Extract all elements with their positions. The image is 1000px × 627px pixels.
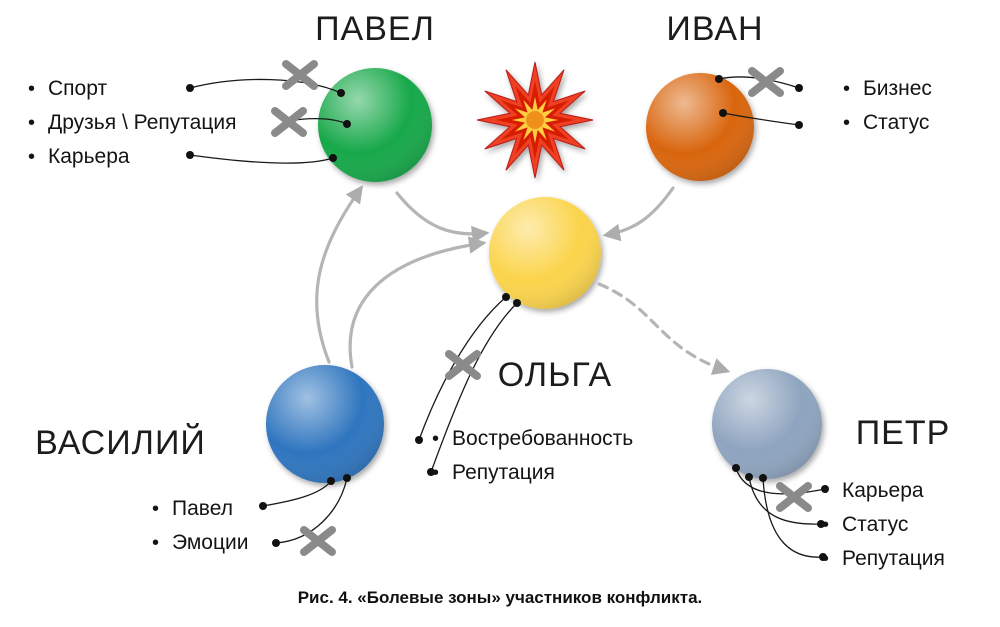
vasiliy-name-label: ВАСИЛИЙ: [35, 424, 206, 462]
list-item: Павел: [152, 492, 248, 526]
arrow-pavel-to-olga: [395, 191, 490, 244]
olga-pain-list: Востребованность Репутация: [432, 422, 633, 490]
connector-dot: [415, 436, 423, 444]
connector-dot: [715, 75, 723, 83]
connector-dot: [732, 464, 740, 472]
arrow-ivan-to-olga: [602, 186, 675, 242]
vasiliy-node-sheen: [266, 365, 384, 483]
pain-label: Друзья \ Репутация: [48, 111, 237, 134]
connector-dot: [343, 120, 351, 128]
list-item: Статус: [843, 106, 932, 140]
cross-marks: [271, 60, 812, 556]
list-item: Репутация: [432, 456, 633, 490]
cross-mark-icon: [271, 107, 307, 137]
petr-node-sheen: [712, 369, 822, 479]
connector-dot: [259, 502, 267, 510]
list-item: Статус: [822, 508, 945, 542]
list-item: Спорт: [28, 72, 236, 106]
connector-dot: [329, 154, 337, 162]
connector-line: [722, 112, 800, 126]
olga-name-label: ОЛЬГА: [497, 356, 613, 394]
list-item: Эмоции: [152, 526, 248, 560]
vasiliy-pain-list: Павел Эмоции: [152, 492, 248, 560]
petr-connectors: [735, 467, 826, 558]
pavel-pain-list: Спорт Друзья \ Репутация Карьера: [28, 72, 236, 174]
relation-arrows: [315, 185, 731, 375]
list-item: Друзья \ Репутация: [28, 106, 236, 140]
petr-name-label: ПЕТР: [855, 414, 951, 452]
pavel-name-label: ПАВЕЛ: [315, 10, 435, 48]
pavel-node-sheen: [318, 68, 432, 182]
connector-dot: [719, 109, 727, 117]
conflict-explosion-icon: [476, 61, 594, 179]
arrow-vasiliy-to-olga: [348, 236, 487, 369]
connector-dot: [272, 539, 280, 547]
ivan-pain-list: Бизнес Статус: [843, 72, 932, 140]
pain-label: Бизнес: [863, 77, 932, 100]
list-item: Репутация: [822, 542, 945, 576]
pain-label: Павел: [172, 497, 233, 520]
arrow-vasiliy-to-pavel: [315, 185, 364, 364]
connector-dot: [745, 473, 753, 481]
connector-line: [735, 467, 826, 495]
pain-label: Статус: [863, 111, 930, 134]
pain-label: Репутация: [842, 547, 945, 570]
pain-label: Карьера: [48, 145, 130, 168]
list-item: Бизнес: [843, 72, 932, 106]
pain-label: Репутация: [452, 461, 555, 484]
pain-label: Спорт: [48, 77, 108, 100]
list-item: Карьера: [822, 474, 945, 508]
connector-dot: [795, 84, 803, 92]
pain-label: Востребованность: [452, 427, 634, 450]
pain-label: Статус: [842, 513, 909, 536]
connector-line: [262, 480, 332, 507]
cross-mark-icon: [748, 67, 784, 97]
connector-dot: [795, 121, 803, 129]
cross-mark-icon: [776, 482, 812, 512]
connector-line: [762, 477, 824, 558]
connector-dot: [337, 89, 345, 97]
person-nodes: [266, 68, 822, 483]
connector-line: [748, 476, 822, 525]
cross-mark-icon: [282, 60, 318, 90]
list-item: Востребованность: [432, 422, 633, 456]
cross-mark-icon: [445, 350, 481, 380]
connector-dot: [502, 293, 510, 301]
olga-node-sheen: [489, 197, 601, 309]
explosion-center: [526, 111, 544, 129]
list-item: Карьера: [28, 140, 236, 174]
connector-dot: [513, 299, 521, 307]
ivan-name-label: ИВАН: [666, 10, 764, 48]
connector-dot: [759, 474, 767, 482]
pain-label: Карьера: [842, 479, 924, 502]
connector-dot: [327, 477, 335, 485]
pain-label: Эмоции: [172, 531, 249, 554]
arrow-olga-to-petr-dashed: [597, 282, 731, 375]
figure-caption: Рис. 4. «Болевые зоны» участников конфли…: [297, 588, 703, 607]
vasiliy-connectors: [262, 477, 348, 544]
connector-line: [275, 477, 348, 544]
petr-pain-list: Карьера Статус Репутация: [822, 474, 945, 576]
cross-mark-icon: [300, 526, 336, 556]
connector-dot: [343, 474, 351, 482]
ivan-node-sheen: [646, 73, 754, 181]
